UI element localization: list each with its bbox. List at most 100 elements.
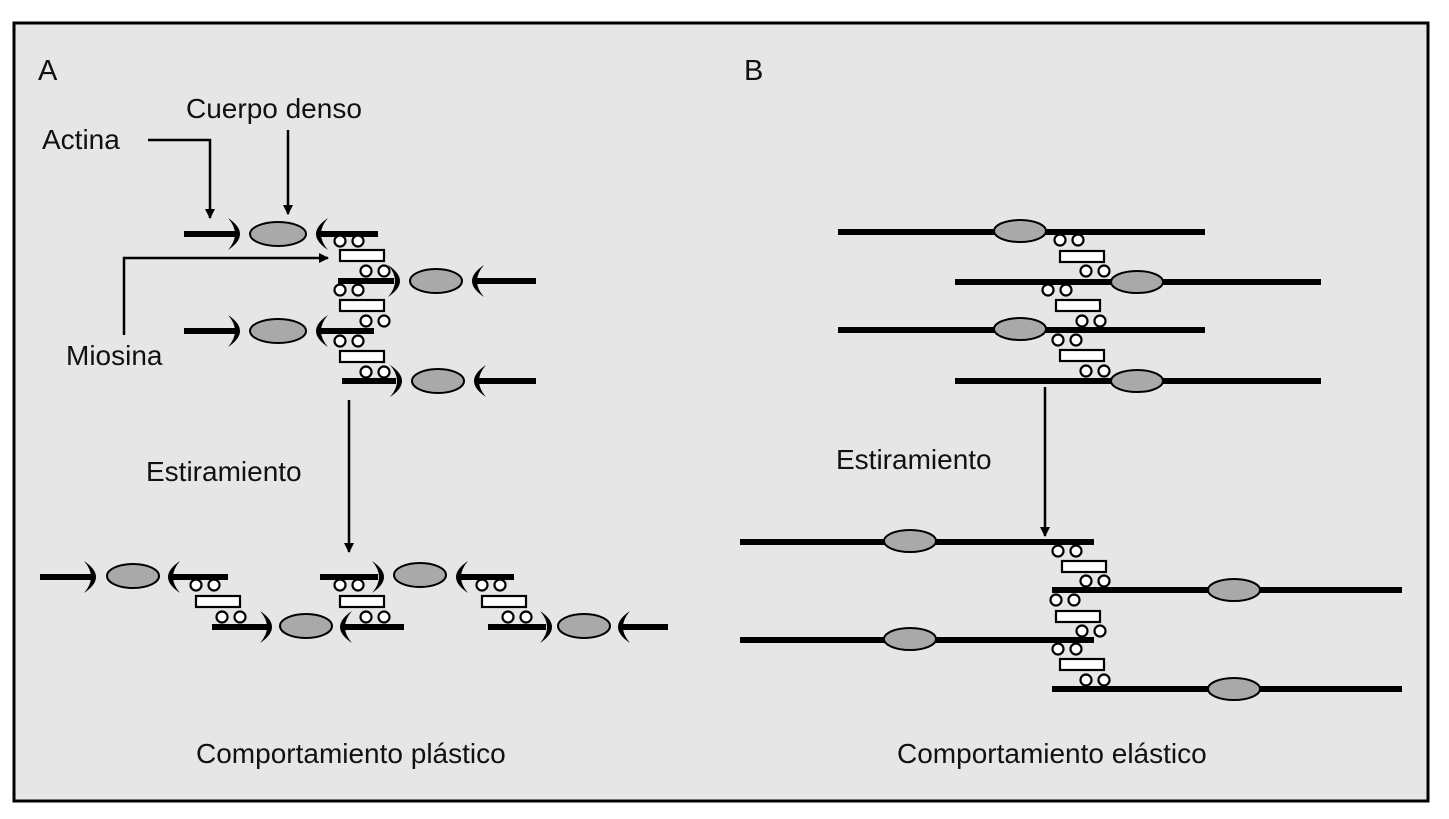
label-actina: Actina: [42, 124, 120, 155]
dense-body: [1110, 270, 1164, 294]
myosin-head: [1079, 264, 1093, 278]
actin-anchor: [456, 561, 468, 593]
myosin-head: [351, 578, 365, 592]
dense-body: [557, 613, 611, 639]
caption-plastico: Comportamiento plástico: [196, 738, 506, 769]
myosin-head: [1059, 283, 1073, 297]
dense-body: [1207, 677, 1261, 701]
actin-anchor: [260, 611, 272, 643]
myosin-head: [1079, 673, 1093, 687]
pointer-actina: [148, 138, 215, 219]
myosin-filament: [338, 298, 386, 313]
dense-body: [249, 221, 307, 247]
myosin-head: [1075, 624, 1089, 638]
actin-anchor: [228, 218, 240, 250]
myosin-head: [351, 334, 365, 348]
actin-anchor: [474, 365, 486, 397]
myosin-head: [493, 578, 507, 592]
myosin-filament: [1060, 559, 1108, 574]
myosin-head: [333, 283, 347, 297]
myosin-head: [359, 610, 373, 624]
myosin-head: [189, 578, 203, 592]
myosin-filament: [194, 594, 242, 609]
myosin-head: [333, 334, 347, 348]
label-cuerpo-denso: Cuerpo denso: [186, 93, 362, 124]
myosin-head: [359, 365, 373, 379]
myosin-head: [1051, 333, 1065, 347]
actin-anchor: [372, 561, 384, 593]
dense-body: [411, 368, 465, 394]
actin-anchor: [388, 265, 400, 297]
myosin-head: [1093, 314, 1107, 328]
dense-body: [409, 268, 463, 294]
stretched-elastic-fiber-group: [740, 529, 1402, 701]
myosin-filament: [338, 349, 386, 364]
myosin-head: [1053, 233, 1067, 247]
dense-body: [1207, 578, 1261, 602]
myosin-filament: [1058, 348, 1106, 363]
myosin-head: [1051, 642, 1065, 656]
dense-body: [106, 563, 160, 589]
contracted-elastic-fiber-group: [838, 219, 1321, 393]
myosin-head: [1079, 364, 1093, 378]
dense-body: [1110, 369, 1164, 393]
myosin-head: [207, 578, 221, 592]
myosin-head: [1071, 233, 1085, 247]
dense-body: [993, 317, 1047, 341]
actin-anchor: [316, 315, 328, 347]
myosin-head: [1075, 314, 1089, 328]
myosin-head: [519, 610, 533, 624]
dense-body: [393, 562, 447, 588]
myosin-head: [351, 283, 365, 297]
actin-anchor: [228, 315, 240, 347]
pointer-miosina: [122, 253, 329, 335]
actin-anchor: [472, 265, 484, 297]
panel-b-letter: B: [744, 55, 763, 87]
myosin-head: [377, 610, 391, 624]
myosin-filament: [1058, 249, 1106, 264]
myosin-head: [1097, 264, 1111, 278]
myosin-head: [1097, 673, 1111, 687]
myosin-head: [215, 610, 229, 624]
myosin-head: [501, 610, 515, 624]
myosin-head: [1049, 593, 1063, 607]
myosin-head: [377, 264, 391, 278]
myosin-head: [1041, 283, 1055, 297]
dense-body: [279, 613, 333, 639]
myosin-head: [1067, 593, 1081, 607]
contracted-fiber-group: [184, 218, 536, 397]
actin-anchor: [340, 611, 352, 643]
myosin-head: [1093, 624, 1107, 638]
myosin-head: [475, 578, 489, 592]
label-miosina: Miosina: [66, 340, 163, 371]
myosin-filament: [1054, 298, 1102, 313]
myosin-head: [359, 314, 373, 328]
panel-a-letter: A: [38, 55, 58, 87]
dense-body: [993, 219, 1047, 243]
dense-body: [249, 318, 307, 344]
myosin-head: [1069, 544, 1083, 558]
myosin-head: [1069, 333, 1083, 347]
actin-anchor: [540, 611, 552, 643]
dense-body: [883, 529, 937, 553]
myosin-head: [1097, 364, 1111, 378]
myosin-head: [377, 365, 391, 379]
myosin-head: [233, 610, 247, 624]
actin-anchor: [390, 365, 402, 397]
myosin-filament: [338, 594, 386, 609]
actin-anchor: [168, 561, 180, 593]
myosin-filament: [338, 248, 386, 263]
panel-a: A Actina Cuerpo denso Miosina Estiramien…: [38, 55, 668, 769]
panel-b: B Estiramiento Comportamiento elástico: [740, 55, 1402, 769]
actin-anchor: [84, 561, 96, 593]
myosin-head: [1097, 574, 1111, 588]
label-estiramiento-a: Estiramiento: [146, 456, 302, 487]
myosin-head: [1051, 544, 1065, 558]
myosin-head: [377, 314, 391, 328]
label-estiramiento-b: Estiramiento: [836, 444, 992, 475]
myosin-head: [333, 578, 347, 592]
caption-elastico: Comportamiento elástico: [897, 738, 1207, 769]
actin-anchor: [316, 218, 328, 250]
myosin-filament: [480, 594, 528, 609]
